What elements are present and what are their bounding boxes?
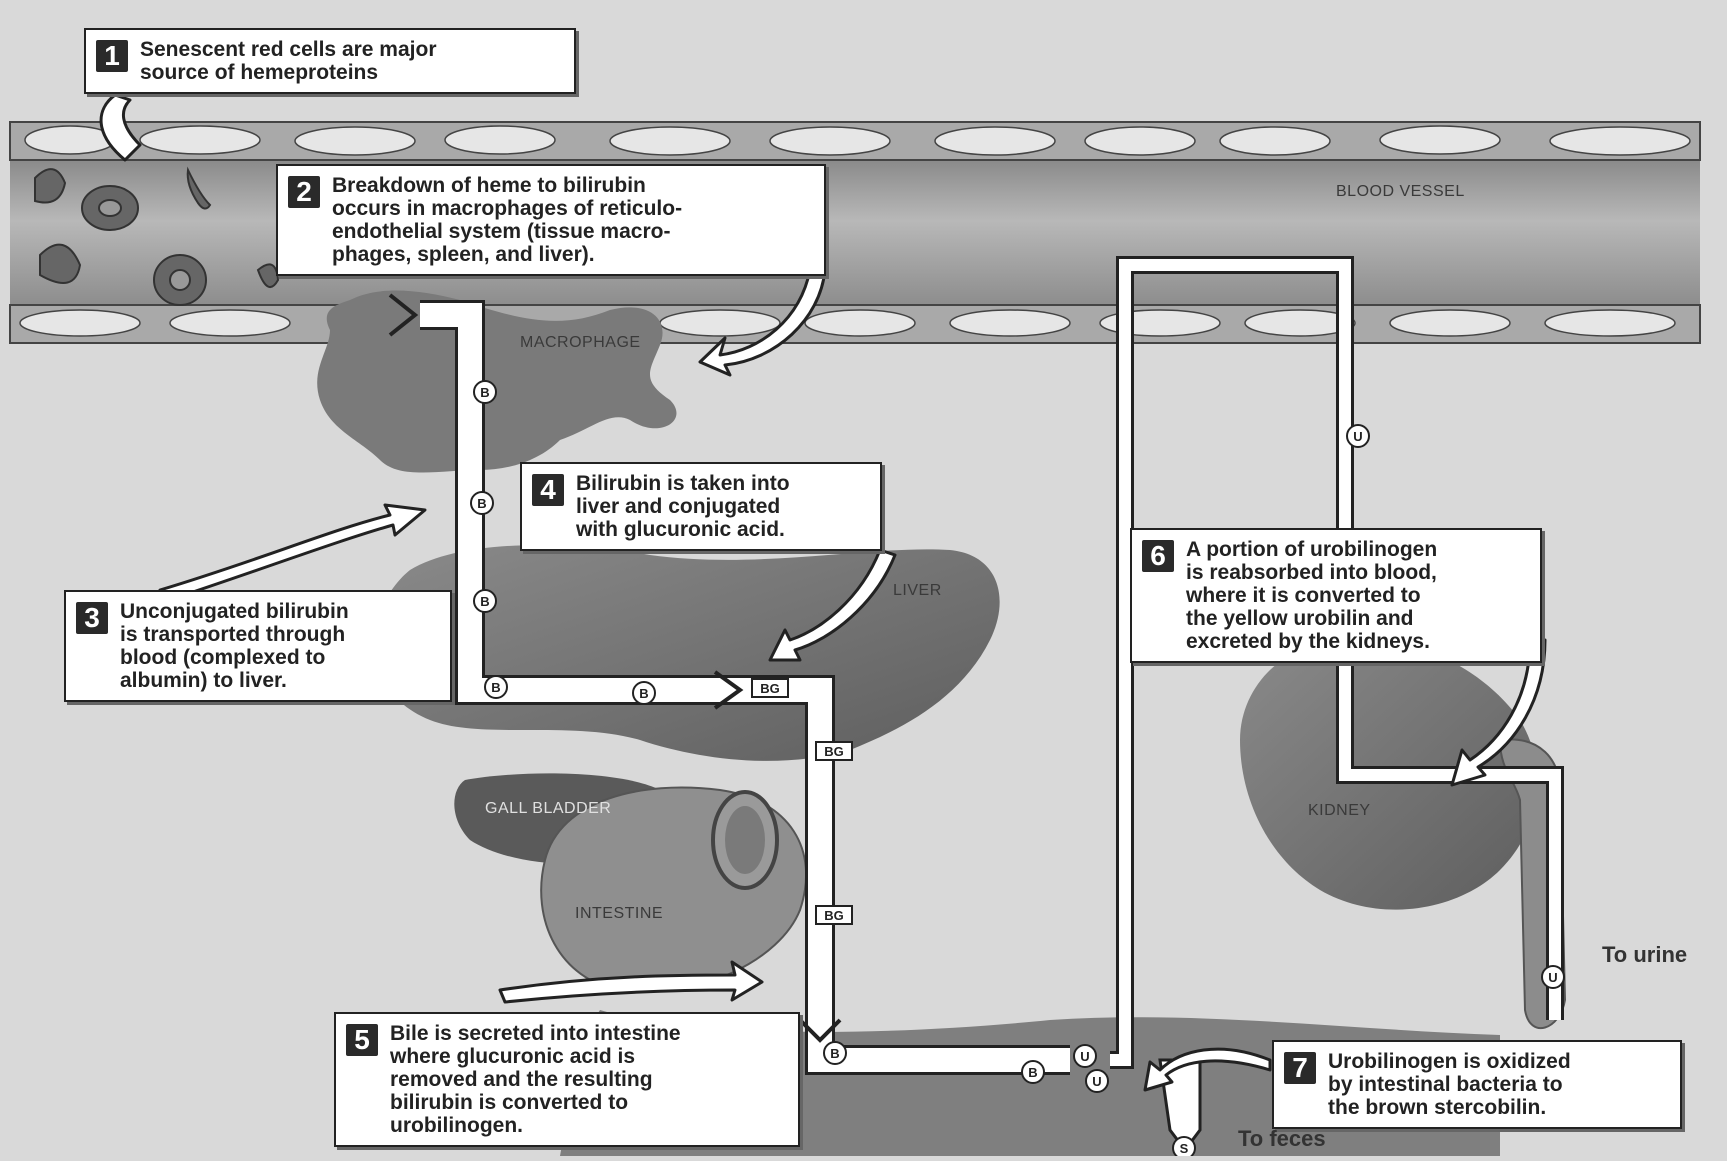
marker-bilirubin: B	[823, 1041, 847, 1065]
svg-text:B: B	[639, 686, 648, 701]
marker-bilirubin-glucuronide: BG	[751, 678, 789, 698]
step-2-number: 2	[288, 176, 320, 208]
marker-urobilinogen: U	[1346, 424, 1370, 448]
svg-text:BG: BG	[824, 908, 844, 923]
step-2-text: Breakdown of heme to bilirubin occurs in…	[332, 174, 683, 266]
step-1-number: 1	[96, 40, 128, 72]
pointer-arrows	[99, 93, 1547, 1092]
label-intestine: INTESTINE	[575, 905, 663, 922]
step-6-text: A portion of urobilinogen is reabsorbed …	[1186, 538, 1438, 653]
step-7-text: Urobilinogen is oxidized by intestinal b…	[1328, 1050, 1571, 1119]
step-4-callout: 4 Bilirubin is taken into liver and conj…	[520, 462, 882, 551]
marker-urobilinogen: U	[1541, 965, 1565, 989]
svg-text:B: B	[830, 1046, 839, 1061]
step-7-callout: 7 Urobilinogen is oxidized by intestinal…	[1272, 1040, 1682, 1129]
svg-text:U: U	[1548, 970, 1557, 985]
svg-text:B: B	[477, 496, 486, 511]
blood-vessel	[9, 121, 1701, 344]
svg-text:B: B	[1028, 1065, 1037, 1080]
red-blood-cells	[34, 166, 280, 306]
svg-text:U: U	[1353, 429, 1362, 444]
svg-text:S: S	[1180, 1141, 1189, 1156]
step-4-text: Bilirubin is taken into liver and conjug…	[576, 472, 790, 541]
step-1-callout: 1 Senescent red cells are major source o…	[84, 28, 576, 94]
label-kidney: KIDNEY	[1308, 802, 1371, 819]
macrophage-shape	[317, 290, 677, 473]
liver-shape	[372, 545, 1000, 761]
step-3-number: 3	[76, 602, 108, 634]
step-5-callout: 5 Bile is secreted into intestine where …	[334, 1012, 800, 1147]
marker-bilirubin: B	[470, 491, 494, 515]
svg-text:U: U	[1080, 1049, 1089, 1064]
step-6-callout: 6 A portion of urobilinogen is reabsorbe…	[1130, 528, 1542, 663]
svg-text:BG: BG	[760, 681, 780, 696]
step-6-number: 6	[1142, 540, 1174, 572]
marker-bilirubin: B	[473, 380, 497, 404]
step-5-number: 5	[346, 1024, 378, 1056]
svg-text:BG: BG	[824, 744, 844, 759]
label-to-urine: To urine	[1602, 942, 1688, 967]
label-to-feces: To feces	[1238, 1126, 1326, 1151]
pathway-urobilinogen	[1110, 256, 1564, 1069]
marker-bilirubin: B	[1021, 1060, 1045, 1084]
svg-text:B: B	[491, 680, 500, 695]
step-1-text: Senescent red cells are major source of …	[140, 38, 437, 84]
label-liver: LIVER	[893, 582, 942, 599]
marker-urobilinogen: U	[1085, 1069, 1109, 1093]
marker-bilirubin: B	[484, 675, 508, 699]
svg-text:B: B	[480, 594, 489, 609]
marker-bilirubin: B	[632, 681, 656, 705]
marker-bilirubin: B	[473, 589, 497, 613]
marker-bilirubin-glucuronide: BG	[815, 741, 853, 761]
label-blood-vessel: BLOOD VESSEL	[1336, 183, 1465, 200]
marker-urobilinogen: U	[1073, 1044, 1097, 1068]
label-gall-bladder: GALL BLADDER	[485, 800, 611, 817]
marker-bilirubin-glucuronide: BG	[815, 905, 853, 925]
step-3-text: Unconjugated bilirubin is transported th…	[120, 600, 349, 692]
step-2-callout: 2 Breakdown of heme to bilirubin occurs …	[276, 164, 826, 276]
svg-text:B: B	[480, 385, 489, 400]
marker-stercobilin: S	[1172, 1136, 1196, 1160]
svg-text:U: U	[1092, 1074, 1101, 1089]
label-macrophage: MACROPHAGE	[520, 334, 641, 351]
step-4-number: 4	[532, 474, 564, 506]
step-5-text: Bile is secreted into intestine where gl…	[390, 1022, 681, 1137]
step-3-callout: 3 Unconjugated bilirubin is transported …	[64, 590, 452, 702]
step-7-number: 7	[1284, 1052, 1316, 1084]
